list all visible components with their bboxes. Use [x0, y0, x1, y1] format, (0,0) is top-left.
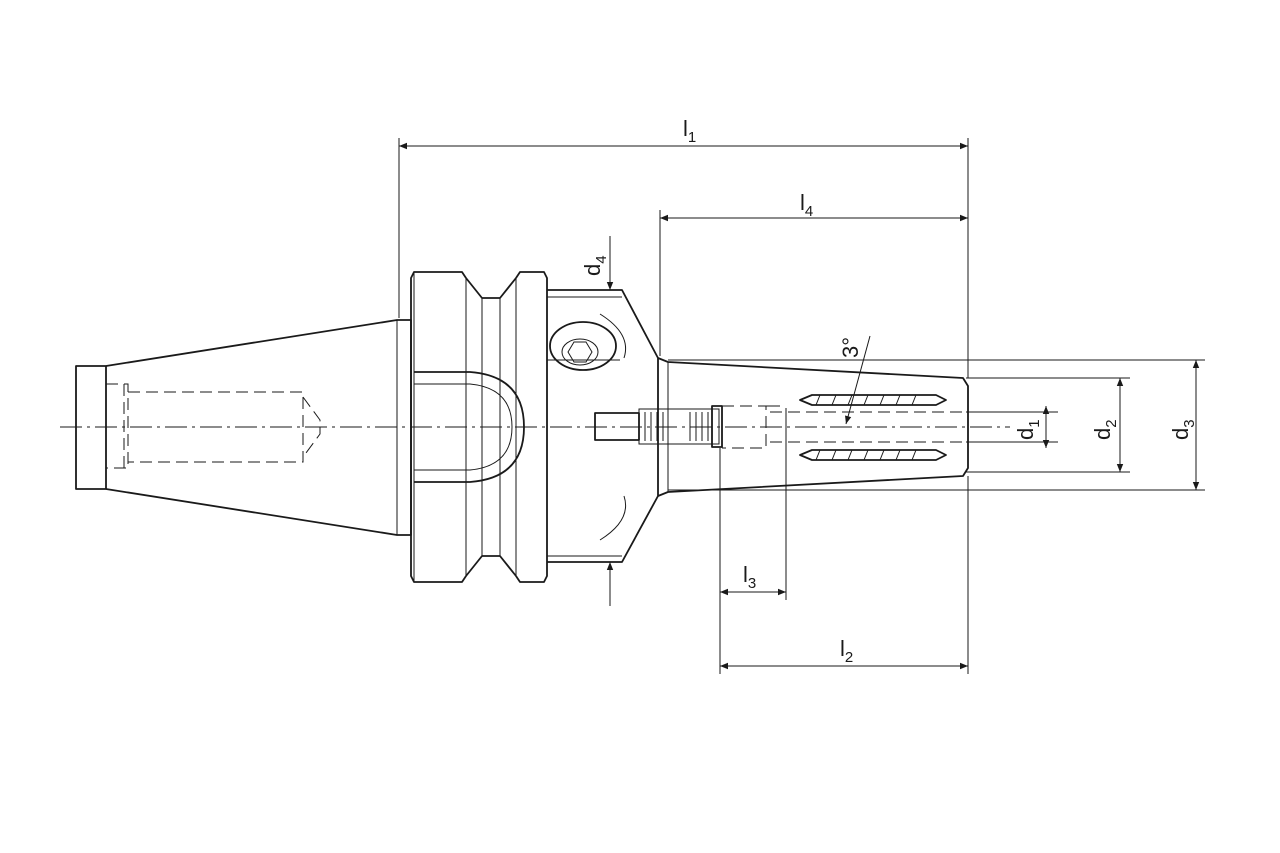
- d3-label: d3: [1168, 419, 1198, 440]
- labels: l1 l4 l3 l2 d1 d2 d3 d4 3°: [580, 116, 1198, 666]
- stop-screw: [594, 405, 780, 449]
- l4-label: l4: [800, 190, 813, 220]
- l3-label: l3: [743, 562, 756, 592]
- taper-shank: [75, 319, 412, 536]
- extension-lines: [398, 138, 1205, 674]
- l2-label: l2: [840, 636, 853, 666]
- body-collar: [547, 289, 659, 563]
- dimension-lines: [399, 142, 1200, 670]
- l1-label: l1: [683, 116, 696, 146]
- d4-label: d4: [580, 255, 610, 276]
- flange: [410, 271, 548, 583]
- angle-leader: [845, 335, 871, 425]
- angle-label: 3°: [838, 337, 863, 358]
- d1-label: d1: [1013, 419, 1043, 440]
- shrink-nose: [657, 357, 969, 497]
- d2-label: d2: [1090, 419, 1120, 440]
